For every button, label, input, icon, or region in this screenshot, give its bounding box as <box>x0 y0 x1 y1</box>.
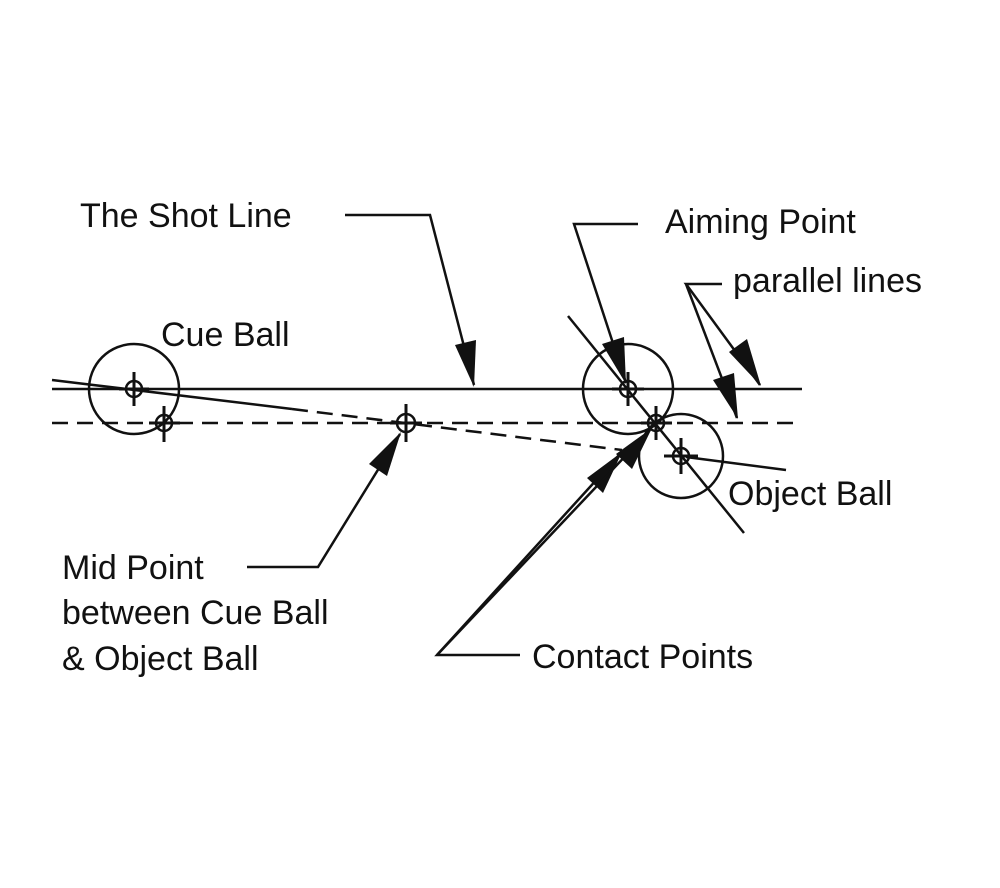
parallel-lines-label: parallel lines <box>733 262 922 300</box>
cue-ball-label: Cue Ball <box>161 316 290 354</box>
contact-points-label: Contact Points <box>532 638 753 676</box>
mid-point-leader-arrow <box>247 432 402 569</box>
cue-to-object-line-extension <box>685 455 787 472</box>
cue-to-object-line-solid <box>51 378 293 411</box>
shot-line-label: The Shot Line <box>80 197 292 235</box>
object-ball-label: Object Ball <box>728 475 892 513</box>
shot-line-leader-arrow <box>345 213 476 387</box>
mid-point-label-line1: Mid Point <box>62 549 204 587</box>
mid-point-label-line3: & Object Ball <box>62 640 259 678</box>
contact-point-marker <box>641 406 672 440</box>
aiming-point-marker <box>612 372 644 406</box>
contact-points-leader-arrows <box>434 428 652 657</box>
mid-point-marker <box>390 404 422 442</box>
cue-to-object-line-dashed <box>291 407 623 452</box>
aiming-point-leader-arrow <box>572 222 638 384</box>
ghost-ball <box>581 342 675 436</box>
object-ball <box>637 412 725 500</box>
object-ball-center-marker <box>664 438 698 474</box>
aiming-point-label: Aiming Point <box>665 203 856 241</box>
cue-ball-contact-marker <box>149 406 180 442</box>
mid-point-label-line2: between Cue Ball <box>62 594 329 632</box>
parallel-lines-leader-arrows <box>683 282 762 419</box>
cue-ball-center-marker <box>119 372 149 406</box>
cue-ball <box>87 342 181 436</box>
